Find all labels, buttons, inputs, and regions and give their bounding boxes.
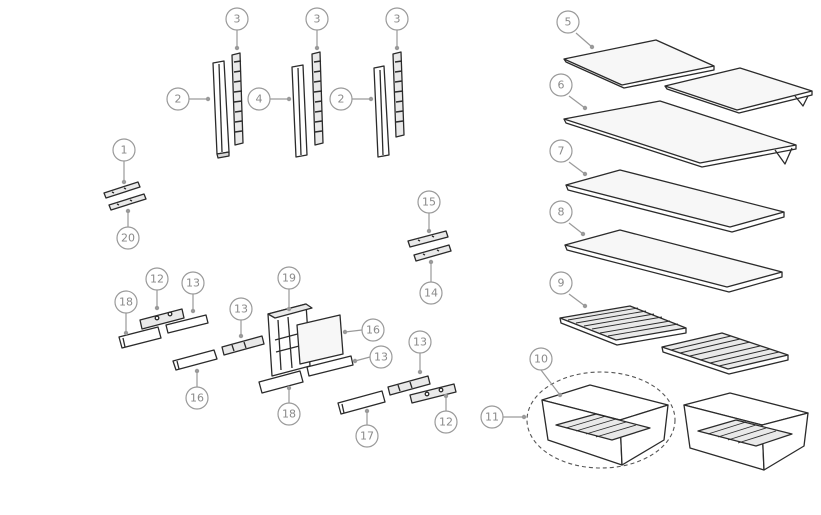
grid-shelf-9-left — [559, 305, 687, 346]
bracket-20 — [108, 193, 147, 211]
rail-right — [392, 51, 405, 138]
callout-label-12b: 12 — [439, 416, 453, 429]
grid-shelf-9-right — [661, 332, 789, 375]
callout-circle-6 — [549, 73, 573, 97]
bracket-13-lower — [387, 375, 431, 396]
callout-label-19: 19 — [282, 272, 296, 285]
parts-layer — [103, 39, 813, 471]
callout-label-13c: 13 — [374, 351, 388, 364]
rail-left — [231, 52, 244, 146]
shelf-6 — [563, 100, 797, 168]
callout-circle-5 — [556, 10, 580, 34]
callout-label-8: 8 — [558, 206, 565, 219]
crisper-drawer-left — [526, 371, 676, 469]
rail-center — [311, 51, 324, 146]
callout-label-3c: 3 — [394, 13, 401, 26]
callouts-layer: 1 2 2 3 3 3 4 5 6 7 8 9 10 11 12 12 13 1… — [112, 7, 595, 448]
callout-circle-16a — [185, 386, 209, 410]
callout-circle-18a — [114, 290, 138, 314]
callout-circle-15 — [417, 190, 441, 214]
callout-circle-14 — [419, 281, 443, 305]
panel-18-center — [258, 370, 304, 394]
shelf-5-right — [664, 67, 813, 114]
callout-label-10: 10 — [534, 353, 548, 366]
callout-label-14: 14 — [424, 287, 438, 300]
panel-16-left — [172, 349, 218, 371]
callout-label-6: 6 — [558, 79, 565, 92]
shelf-7 — [565, 169, 785, 233]
vertical-channel-left — [212, 60, 230, 159]
callout-circle-12a — [145, 267, 169, 291]
callout-circle-16b — [361, 318, 385, 342]
bracket-14 — [413, 244, 452, 262]
panel-18-left — [118, 326, 162, 349]
callout-label-5: 5 — [565, 16, 572, 29]
callout-circle-20 — [116, 226, 140, 250]
callout-label-7: 7 — [558, 145, 565, 158]
callout-label-1: 1 — [121, 144, 128, 157]
callout-circle-10 — [529, 347, 553, 371]
callout-circle-4 — [247, 87, 271, 111]
callout-label-2a: 2 — [175, 93, 182, 106]
bracket-12-left — [139, 308, 185, 330]
callout-circle-13d — [408, 330, 432, 354]
callout-circle-8 — [549, 200, 573, 224]
callout-circle-19 — [277, 266, 301, 290]
callout-label-13d: 13 — [413, 336, 427, 349]
callout-circles — [112, 7, 580, 448]
panel-13-right — [306, 355, 354, 377]
callout-label-12a: 12 — [150, 273, 164, 286]
callout-label-18a: 18 — [119, 296, 133, 309]
callout-label-4: 4 — [256, 93, 263, 106]
leader-dots — [121, 44, 595, 420]
callout-label-13b: 13 — [234, 303, 248, 316]
callout-circle-2a — [166, 87, 190, 111]
callout-circle-11 — [480, 405, 504, 429]
bracket-1 — [103, 181, 141, 199]
bracket-15 — [407, 230, 449, 248]
callout-circle-7 — [549, 139, 573, 163]
callout-labels: 1 2 2 3 3 3 4 5 6 7 8 9 10 11 12 12 13 1… — [119, 13, 572, 443]
callout-circle-3b — [305, 7, 329, 31]
bracket-13-middle — [221, 335, 265, 356]
callout-label-16b: 16 — [366, 324, 380, 337]
callout-circle-12b — [434, 410, 458, 434]
callout-label-16a: 16 — [190, 392, 204, 405]
callout-label-17: 17 — [360, 430, 374, 443]
callout-label-9: 9 — [558, 277, 565, 290]
callout-circle-3a — [225, 7, 249, 31]
callout-circle-1 — [112, 138, 136, 162]
callout-label-15: 15 — [422, 196, 436, 209]
callout-circle-3c — [385, 7, 409, 31]
crisper-drawer-right — [683, 392, 809, 471]
callout-circle-13c — [369, 345, 393, 369]
vertical-channel-right — [373, 65, 390, 158]
callout-label-3b: 3 — [314, 13, 321, 26]
shelf-8 — [564, 229, 783, 293]
panel-13-top-left — [165, 314, 209, 334]
callout-circle-18b — [277, 402, 301, 426]
leader-lines — [123, 30, 593, 425]
callout-circle-13b — [229, 297, 253, 321]
panel-16-right — [296, 314, 344, 365]
callout-circle-17 — [355, 424, 379, 448]
callout-label-2b: 2 — [338, 93, 345, 106]
bracket-12-lower — [409, 383, 457, 404]
callout-circle-13a — [181, 271, 205, 295]
shelf-5-left — [563, 39, 715, 89]
callout-label-13a: 13 — [186, 277, 200, 290]
callout-label-3a: 3 — [234, 13, 241, 26]
callout-circle-9 — [549, 271, 573, 295]
vertical-channel-center — [291, 64, 308, 158]
callout-circle-2b — [329, 87, 353, 111]
callout-label-18b: 18 — [282, 408, 296, 421]
callout-label-20: 20 — [121, 232, 135, 245]
callout-label-11: 11 — [485, 411, 499, 424]
panel-17 — [337, 390, 386, 415]
